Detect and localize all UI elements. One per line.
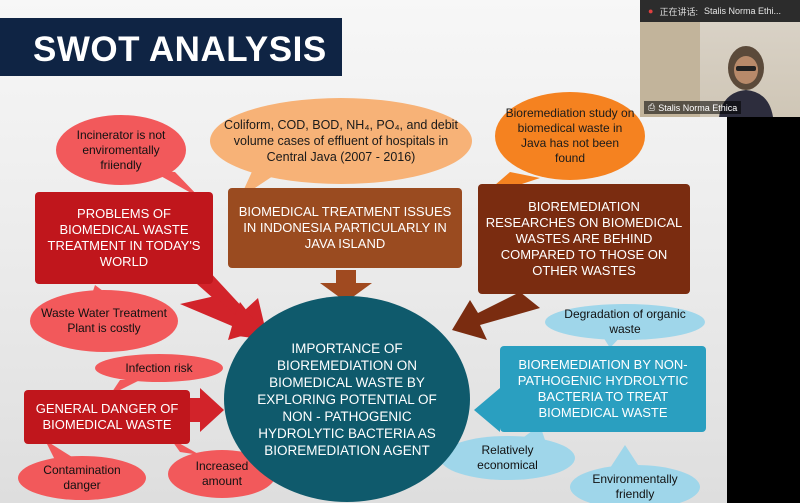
incinerator-tail xyxy=(150,170,200,198)
study-bubble: Bioremediation study on biomedical waste… xyxy=(495,92,645,180)
center-text: IMPORTANCE OF BIOREMEDIATION ON BIOMEDIC… xyxy=(257,340,437,458)
danger-text: GENERAL DANGER OF BIOMEDICAL WASTE xyxy=(35,401,179,432)
degradation-text: Degradation of organic waste xyxy=(564,307,686,336)
friendly-tail xyxy=(610,445,640,468)
researches-box: BIOREMEDIATION RESEARCHES ON BIOMEDICAL … xyxy=(478,184,690,294)
incinerator-bubble: Incinerator is not enviromentally friien… xyxy=(56,115,186,185)
center-circle: IMPORTANCE OF BIOREMEDIATION ON BIOMEDIC… xyxy=(224,296,470,502)
danger-arrow xyxy=(180,388,224,432)
infection-text: Infection risk xyxy=(125,360,193,375)
coliform-text: Coliform, COD, BOD, NH₄, PO₄, and debit … xyxy=(224,118,458,164)
coliform-bubble: Coliform, COD, BOD, NH₄, PO₄, and debit … xyxy=(210,98,472,184)
wwtp-text: Waste Water Treatment Plant is costly xyxy=(41,306,167,335)
researches-text: BIOREMEDIATION RESEARCHES ON BIOMEDICAL … xyxy=(485,199,683,278)
problems-box: PROBLEMS OF BIOMEDICAL WASTE TREATMENT I… xyxy=(35,192,213,284)
problems-text: PROBLEMS OF BIOMEDICAL WASTE TREATMENT I… xyxy=(47,206,201,269)
study-text: Bioremediation study on biomedical waste… xyxy=(505,106,635,165)
wwtp-arrow xyxy=(180,296,262,340)
webcam-label: ⎙ Stalis Norma Ethica xyxy=(644,101,742,114)
danger-box: GENERAL DANGER OF BIOMEDICAL WASTE xyxy=(24,390,190,444)
incinerator-text: Incinerator is not enviromentally friien… xyxy=(76,127,166,172)
title-band xyxy=(0,18,342,76)
bioremediation-text: BIOREMEDIATION BY NON-PATHOGENIC HYDROLY… xyxy=(517,357,689,420)
contamination-bubble: Contamination danger xyxy=(18,456,146,500)
speaker-name: Stalis Norma Ethi... xyxy=(703,6,781,16)
speaker-bar: ● 正在讲话: Stalis Norma Ethi... xyxy=(640,0,800,22)
researches-arrow xyxy=(452,292,540,340)
degradation-bubble: Degradation of organic waste xyxy=(545,304,705,340)
issues-text: BIOMEDICAL TREATMENT ISSUES IN INDONESIA… xyxy=(238,204,452,251)
friendly-text: Environmentally friendly xyxy=(592,472,678,501)
slide: SWOT ANALYSIS Inci xyxy=(0,0,727,503)
slide-title: SWOT ANALYSIS xyxy=(33,30,327,69)
friendly-bubble: Environmentally friendly xyxy=(570,465,700,503)
infection-bubble: Infection risk xyxy=(95,354,223,382)
webcam-name: Stalis Norma Ethica xyxy=(658,102,738,113)
wwtp-bubble: Waste Water Treatment Plant is costly xyxy=(30,290,178,352)
mic-muted-icon: ⎙ xyxy=(648,102,656,112)
speaker-status: 正在讲话: xyxy=(659,6,698,17)
issues-box: BIOMEDICAL TREATMENT ISSUES IN INDONESIA… xyxy=(228,188,462,268)
economical-bubble: Relatively economical xyxy=(440,436,575,480)
bioremediation-box: BIOREMEDIATION BY NON-PATHOGENIC HYDROLY… xyxy=(500,346,706,432)
issues-arrow xyxy=(320,270,372,302)
economical-text: Relatively economical xyxy=(477,443,538,472)
contamination-text: Contamination danger xyxy=(43,463,121,492)
mic-icon: ● xyxy=(648,6,654,16)
increased-text: Increased amount xyxy=(195,459,249,488)
